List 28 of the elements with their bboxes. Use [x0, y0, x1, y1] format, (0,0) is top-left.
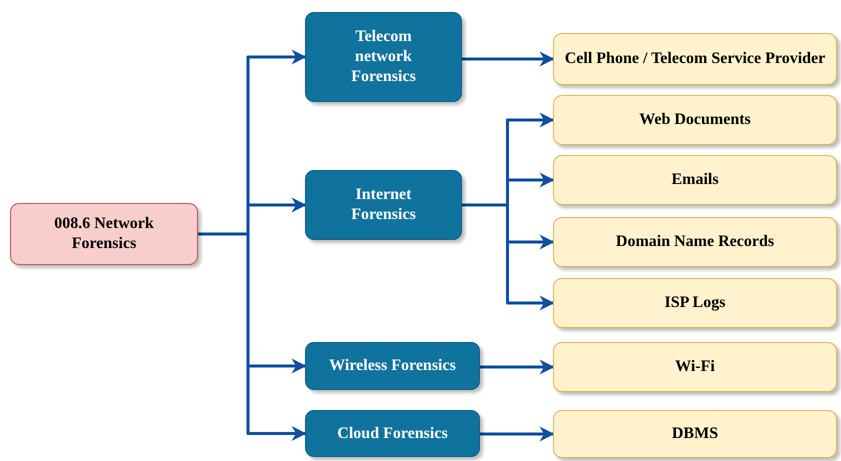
connector-arrow — [480, 360, 554, 374]
node-label: Internet Forensics — [350, 185, 417, 225]
connector-arrow — [462, 52, 554, 66]
node-label: DBMS — [672, 424, 718, 444]
item-box — [553, 342, 837, 392]
category-box — [305, 170, 462, 240]
item-box — [553, 278, 837, 328]
item-box — [553, 33, 837, 85]
item-box — [553, 155, 837, 205]
node-label: Emails — [671, 170, 719, 190]
node-label: Domain Name Records — [616, 232, 774, 252]
node-label: Cell Phone / Telecom Service Provider — [564, 49, 826, 69]
category-box — [305, 410, 480, 457]
node-label: Cloud Forensics — [337, 424, 448, 444]
item-box — [553, 217, 837, 267]
node-label: 008.6 Network Forensics — [53, 214, 155, 254]
item-box — [553, 410, 837, 458]
category-box — [305, 12, 462, 102]
node-label: ISP Logs — [664, 293, 726, 313]
category-box — [305, 342, 480, 390]
connector-arrow — [198, 232, 306, 441]
node-label: Wi-Fi — [675, 357, 715, 377]
node-label: Web Documents — [639, 110, 751, 130]
item-box — [553, 95, 837, 145]
node-label: Wireless Forensics — [329, 356, 456, 376]
node-label: Telecom network Forensics — [350, 27, 417, 87]
connector-arrow — [480, 426, 554, 442]
topic-box — [10, 203, 198, 265]
